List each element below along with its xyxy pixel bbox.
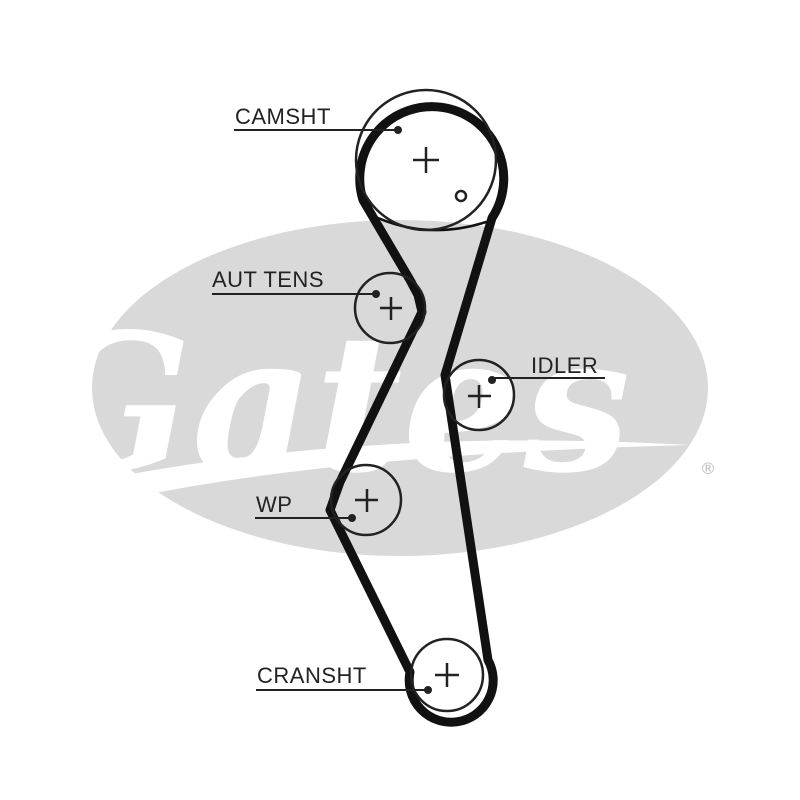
camsht-pulley-circle [354, 88, 498, 232]
label-idler: IDLER [531, 353, 598, 378]
pulley-labels: CAMSHT AUT TENS IDLER WP CRANSHT [212, 104, 598, 688]
wp-pulley [329, 463, 403, 537]
camsht-timing-mark [454, 189, 468, 203]
idler-leader [488, 376, 605, 384]
watermark-swoosh [110, 440, 690, 500]
idler-pulley-circle [442, 358, 516, 432]
pulleys [329, 88, 516, 713]
watermark-registered-mark: ® [700, 459, 716, 478]
idler-pulley [442, 358, 516, 432]
wp-center-cross [355, 489, 378, 512]
wp-leader [255, 514, 356, 522]
camsht-pulley [354, 88, 498, 232]
label-wp: WP [256, 492, 292, 517]
cransht-leader [256, 686, 432, 694]
gates-watermark: Gates ® [30, 220, 716, 556]
idler-center-cross [468, 385, 491, 408]
cransht-center-cross [435, 663, 459, 687]
label-cransht: CRANSHT [257, 663, 367, 688]
aut-tens-leader [212, 290, 380, 298]
cransht-pulley-circle [409, 637, 485, 713]
aut-tens-pulley [353, 271, 427, 345]
label-aut-tens: AUT TENS [212, 267, 324, 292]
aut-tens-pulley-circle [353, 271, 427, 345]
cransht-pulley [409, 637, 485, 713]
leader-lines [212, 126, 605, 694]
camsht-center-cross [413, 147, 439, 173]
wp-pulley-circle [329, 463, 403, 537]
watermark-brand-text: Gates [30, 292, 631, 515]
label-camsht: CAMSHT [235, 104, 331, 129]
camsht-leader [234, 126, 402, 134]
belt-outline [325, 102, 509, 727]
aut-tens-center-cross [380, 297, 402, 320]
